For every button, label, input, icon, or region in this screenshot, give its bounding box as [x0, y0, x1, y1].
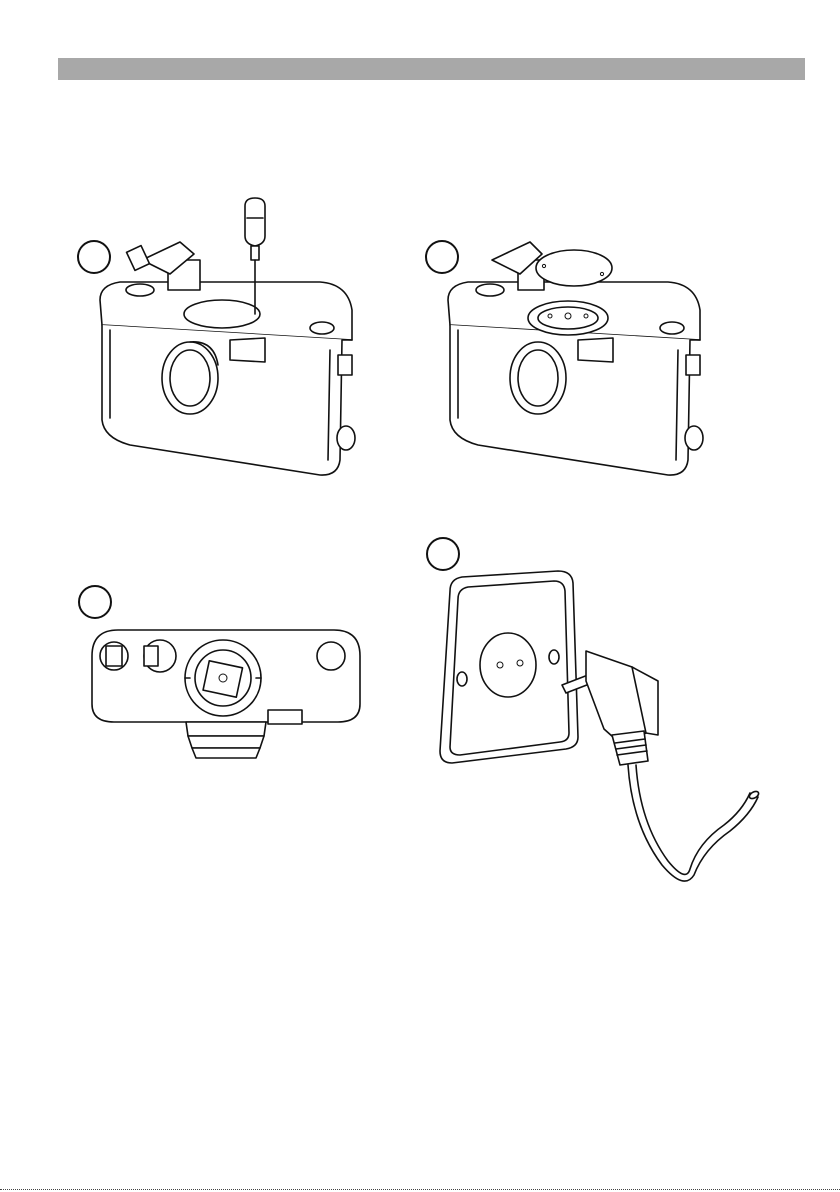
pump-top-view-icon — [88, 626, 364, 766]
removed-lid — [532, 244, 616, 294]
screwdriver — [240, 196, 270, 321]
screwdriver-icon — [240, 196, 270, 321]
step-3-badge — [78, 585, 112, 619]
figure-unit-top-view — [88, 626, 364, 766]
section-header-bar — [58, 58, 805, 80]
page-bottom-rule — [0, 1189, 840, 1190]
wall-socket-icon — [432, 565, 772, 895]
motor-housing-icon — [528, 301, 608, 335]
power-cable-icon — [628, 765, 760, 881]
figure-unit-lid-screwdriver — [90, 190, 370, 490]
lid-icon — [532, 244, 616, 294]
pump-unit-icon — [90, 190, 370, 490]
figure-wall-socket-plug — [432, 565, 772, 895]
